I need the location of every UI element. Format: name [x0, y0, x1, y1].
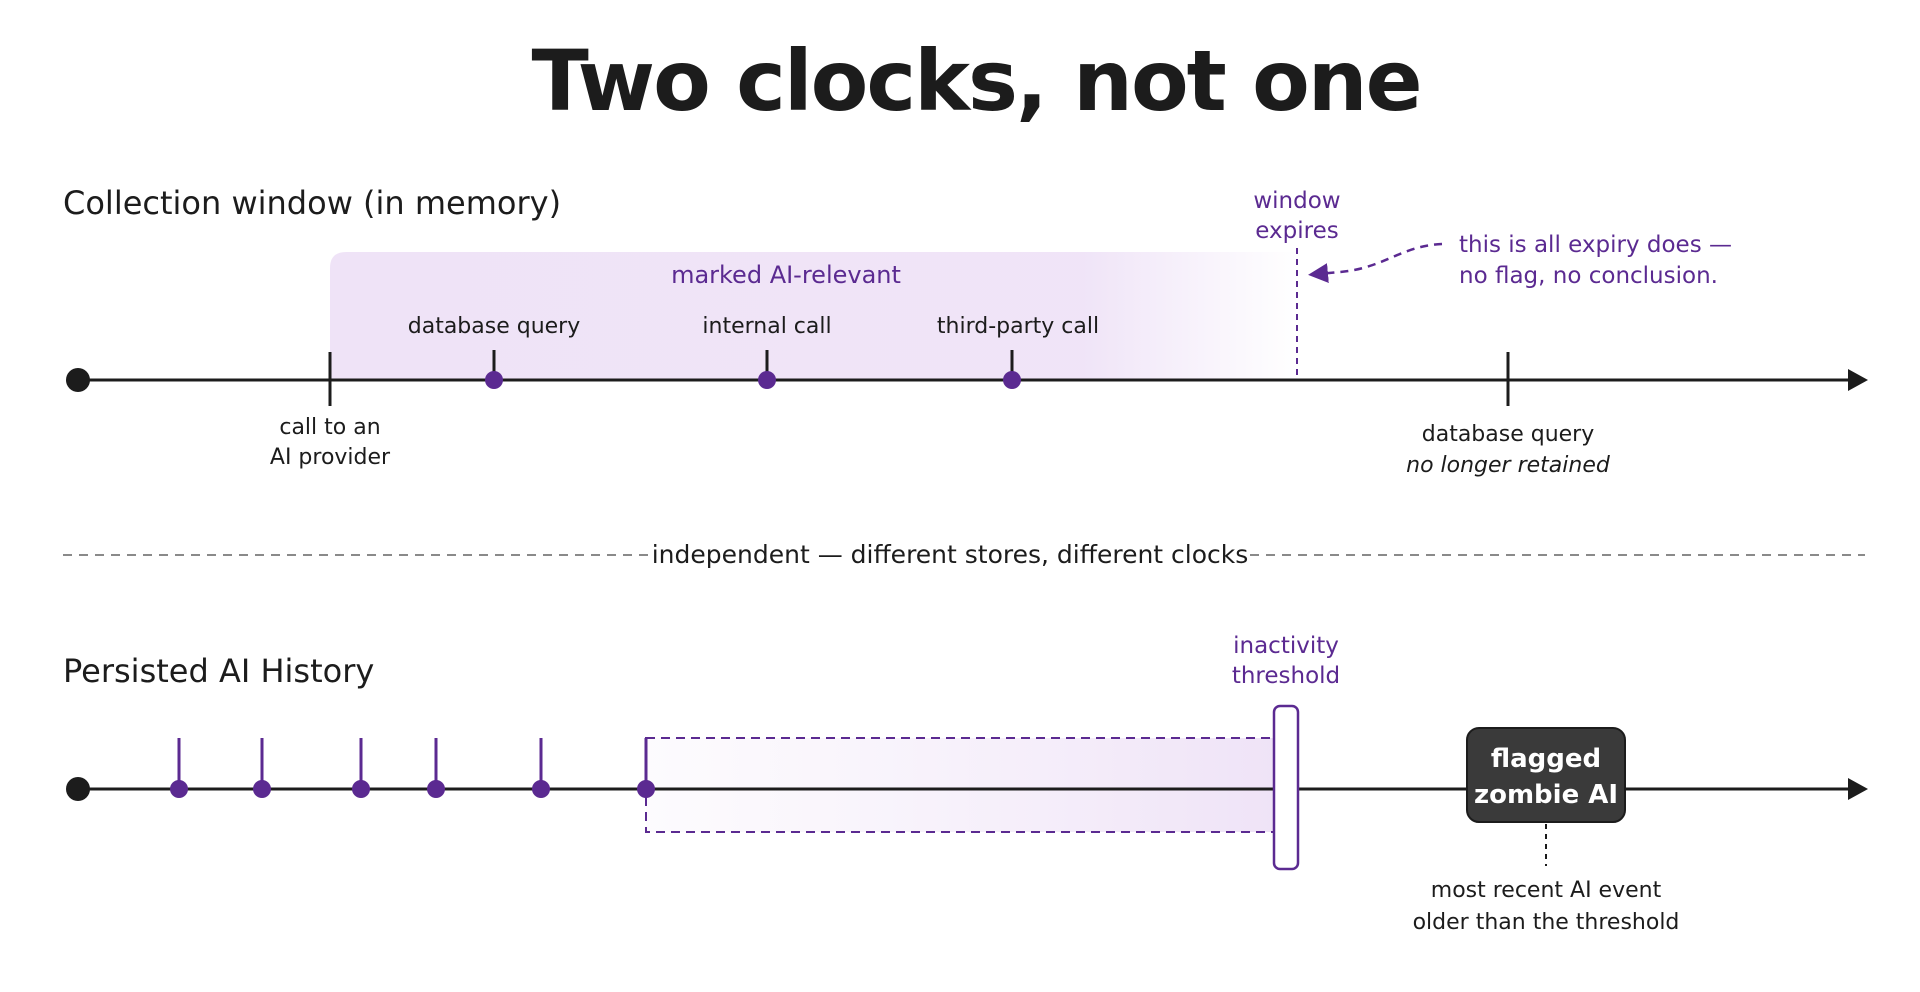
threshold-label-line1: inactivity	[1233, 633, 1339, 659]
flag-line2: zombie AI	[1474, 780, 1618, 810]
event-label: internal call	[702, 314, 831, 339]
late-event-note: no longer retained	[1406, 453, 1611, 478]
flag-note-line2: older than the threshold	[1413, 910, 1680, 935]
flag-note-line1: most recent AI event	[1431, 878, 1662, 903]
collection-heading: Collection window (in memory)	[63, 184, 561, 222]
event-label: third-party call	[937, 314, 1099, 339]
history-axis-arrow	[1848, 778, 1868, 800]
page-title: Two clocks, not one	[531, 32, 1420, 130]
stale-range	[645, 737, 1277, 833]
start-event-line2: AI provider	[270, 445, 391, 470]
collection-axis-arrow	[1848, 369, 1868, 391]
start-event-line1: call to an	[279, 415, 380, 440]
expiry-note-arrow	[1308, 242, 1443, 284]
ai-event-marker	[427, 738, 445, 798]
ai-event-marker	[170, 738, 188, 798]
event-internal-call: internal call	[702, 314, 832, 389]
ai-event-marker	[253, 738, 271, 798]
divider-label: independent — different stores, differen…	[652, 540, 1249, 569]
ai-event-marker	[352, 738, 370, 798]
expiry-label-line1: window	[1253, 188, 1340, 214]
event-database-query: database query	[408, 314, 581, 389]
ai-event-marker-latest	[637, 738, 655, 798]
history-heading: Persisted AI History	[63, 652, 374, 690]
flagged-badge	[1466, 727, 1626, 823]
late-event-label: database query	[1422, 422, 1595, 447]
expiry-note-line2: no flag, no conclusion.	[1459, 263, 1718, 289]
event-label: database query	[408, 314, 581, 339]
threshold-label-line2: threshold	[1232, 663, 1340, 689]
threshold-marker	[1272, 704, 1300, 871]
event-third-party-call: third-party call	[937, 314, 1099, 389]
flag-line1: flagged	[1491, 744, 1601, 774]
expiry-label-line2: expires	[1255, 218, 1338, 244]
expiry-note-line1: this is all expiry does —	[1459, 232, 1732, 258]
ai-relevant-band	[330, 252, 1297, 380]
ai-event-marker	[532, 738, 550, 798]
band-label: marked AI-relevant	[671, 261, 901, 289]
